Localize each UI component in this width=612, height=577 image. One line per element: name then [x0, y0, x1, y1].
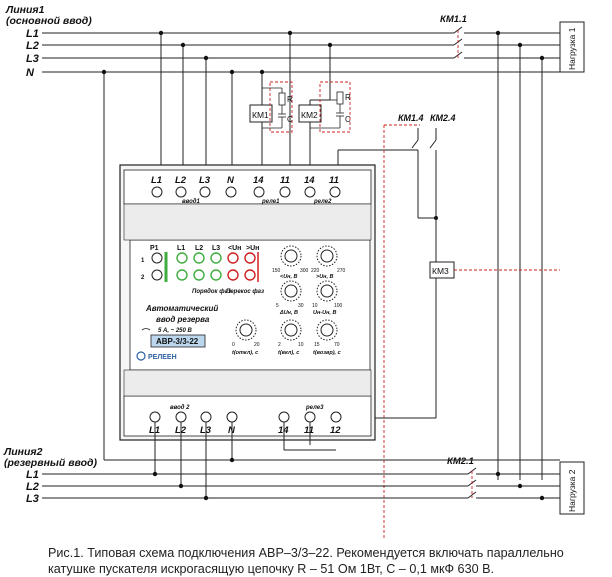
device-model: АВР-3/3-22 — [156, 337, 199, 346]
scale-mark-2: 300 — [300, 268, 309, 274]
top-terminal-6: 11 — [280, 175, 290, 186]
knob-label-uless: <Uн, В — [280, 274, 298, 280]
load-2-label: Нагрузка 2 — [567, 469, 577, 512]
top-terminal-8: 11 — [329, 175, 339, 186]
top-group-rele2: реле2 — [313, 199, 332, 205]
coil-km1-label: КМ1 — [252, 110, 269, 120]
line1-title: Линия1 — [5, 4, 45, 16]
bottom-terminal-6: 11 — [304, 425, 314, 436]
km1-4-label: КМ1.4 — [398, 113, 424, 123]
top-terminal-1: L1 — [151, 175, 162, 186]
top-terminal-7: 14 — [304, 175, 315, 186]
top-terminal-2: L2 — [175, 175, 187, 186]
scale-mark-1: 150 — [272, 268, 281, 274]
knob-label-uu: Uн-Uн, В — [313, 310, 336, 316]
coil-km1-group: КМ1 R C — [249, 81, 293, 170]
coil-km2 — [298, 104, 322, 123]
line1-bus — [42, 26, 560, 73]
scale-mark-3: 220 — [311, 268, 320, 274]
panel-side-2: 2 — [141, 275, 145, 281]
coil-km2-group: КМ2 R C — [298, 81, 351, 170]
knob-label-umore: >Uн, В — [316, 274, 334, 280]
scale-mark-5: 5 — [276, 303, 279, 309]
line1-l3-label: L3 — [26, 53, 39, 65]
panel-l1: L1 — [177, 245, 185, 252]
led-label-phase-skew: Перекос фаз — [226, 288, 264, 295]
line2-bus — [42, 422, 560, 501]
figure-caption: Рис.1. Типовая схема подключения АВР–3/3… — [48, 545, 608, 577]
panel-l2: L2 — [195, 245, 203, 252]
scale-mark-11: 2 — [278, 342, 281, 348]
km1-c-label: C — [287, 115, 293, 124]
caption-line-2: катушке пускателя искрогасящую цепочку R… — [48, 562, 494, 576]
top-terminal-4: N — [227, 175, 235, 186]
brand-name: РЕЛЕЕН — [148, 354, 177, 361]
panel-side-1: 1 — [141, 258, 145, 264]
scale-mark-6: 30 — [298, 303, 304, 309]
knob-label-ton: t(вкл), с — [278, 350, 299, 356]
load-1-box: Нагрузка 1 — [559, 21, 585, 73]
led-label-phase-order: Порядок фаз — [192, 288, 231, 295]
km2-4-label: КМ2.4 — [430, 113, 456, 123]
scale-mark-9: 0 — [232, 342, 235, 348]
line2-l1-label: L1 — [26, 469, 39, 481]
scale-mark-4: 270 — [337, 268, 346, 274]
scale-mark-10: 20 — [254, 342, 260, 348]
line1-subtitle: (основной ввод) — [6, 15, 92, 27]
line2-l2-label: L2 — [26, 481, 39, 493]
panel-p1: P1 — [150, 245, 159, 252]
front-panel: P1 L1 L2 L3 <Uн >Uн 1 2 Порядок фаз Пере… — [136, 245, 346, 361]
load-2-box: Нагрузка 2 — [559, 461, 585, 515]
bottom-group-rele3: реле3 — [305, 405, 324, 411]
km3-label: КМ3 — [432, 266, 449, 276]
knob-label-toff: t(откл), с — [232, 350, 258, 356]
interlock-contacts — [337, 124, 438, 540]
km2-1-label: КМ2.1 — [447, 456, 474, 467]
coil-km1 — [249, 104, 273, 123]
device-name-line1: Автоматический — [145, 304, 218, 313]
scale-mark-7: 10 — [312, 303, 318, 309]
km1-1-label: КМ1.1 — [440, 14, 467, 25]
line1-l2-label: L2 — [26, 40, 39, 52]
load-1-label: Нагрузка 1 — [567, 27, 577, 70]
knob-label-tret: t(возвр), с — [313, 350, 341, 356]
panel-l3: L3 — [212, 245, 220, 252]
top-terminal-5: 14 — [253, 175, 264, 186]
top-group-vvod1: ввод1 — [182, 199, 200, 205]
panel-umore: >Uн — [246, 245, 259, 252]
line2-subtitle: (резервный ввод) — [4, 457, 98, 469]
scale-mark-12: 10 — [298, 342, 304, 348]
model-plate — [150, 334, 206, 348]
scale-mark-8: 100 — [334, 303, 343, 309]
bottom-group-vvod2: ввод 2 — [170, 405, 190, 411]
km2-r-label: R — [345, 93, 351, 102]
knob-label-du: ΔUн, В — [279, 310, 298, 316]
caption-line-1: Рис.1. Типовая схема подключения АВР–3/3… — [48, 546, 564, 560]
km2-c-label: C — [345, 115, 351, 124]
line1-n-label: N — [26, 67, 35, 79]
device-name-line2: ввод резерва — [156, 315, 210, 324]
line2-l3-label: L3 — [26, 493, 39, 505]
coil-km2-label: КМ2 — [301, 110, 318, 120]
bottom-terminal-7: 12 — [330, 425, 341, 436]
panel-uless: <Uн — [228, 245, 241, 252]
device-rating: 5 А, ~ 250 В — [158, 328, 193, 334]
line1-l1-label: L1 — [26, 28, 39, 40]
scale-mark-13: 15 — [314, 342, 320, 348]
top-terminal-3: L3 — [199, 175, 211, 186]
line1-drops — [101, 30, 545, 480]
km1-r-label: R — [287, 95, 293, 104]
scale-mark-14: 70 — [334, 342, 340, 348]
line2-title: Линия2 — [3, 446, 43, 458]
top-terminals: L1 L2 L3 N 14 11 14 11 ввод1 реле1 реле2 — [151, 175, 341, 205]
brand-logo-icon — [136, 351, 146, 361]
relay-contact-symbol — [141, 328, 151, 331]
top-group-rele1: реле1 — [261, 199, 280, 205]
